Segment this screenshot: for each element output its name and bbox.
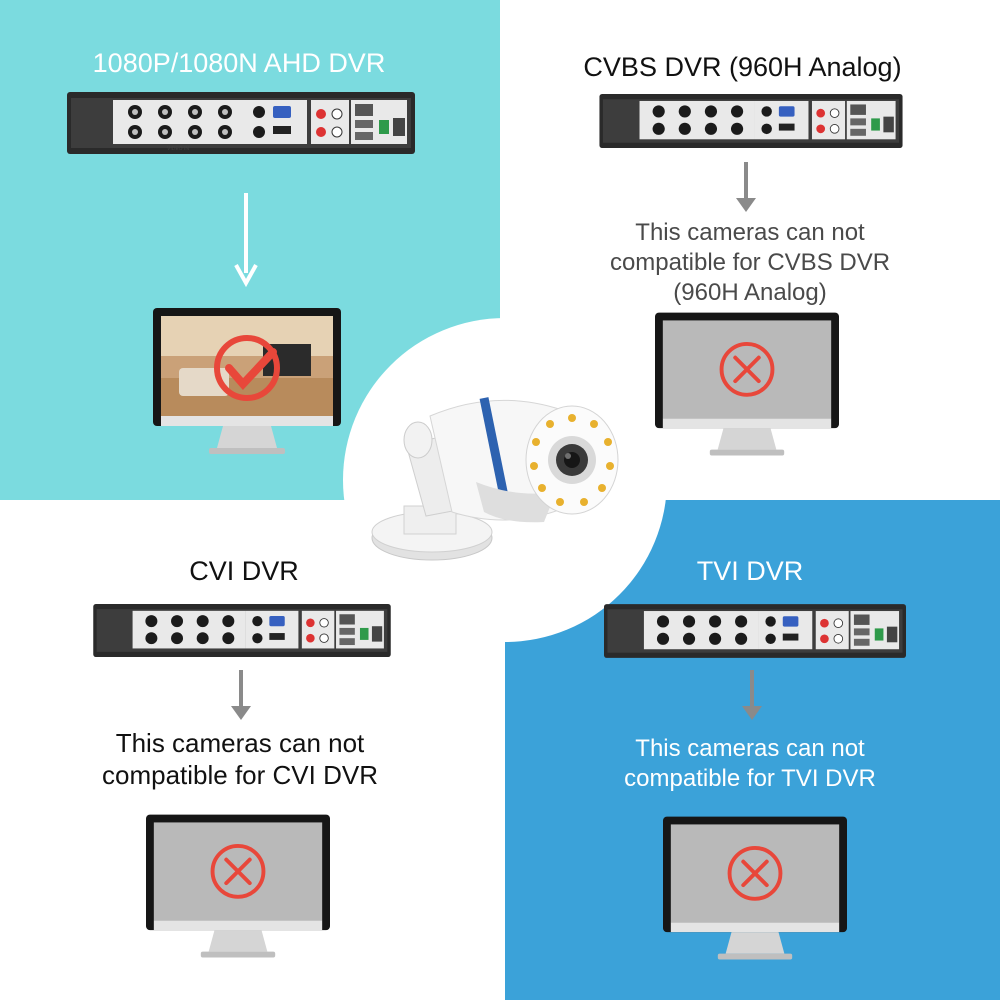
ahd-monitor bbox=[153, 308, 341, 458]
tvi-title: TVI DVR bbox=[696, 556, 804, 586]
cvbs-note: This cameras can not compatible for CVBS… bbox=[609, 219, 891, 306]
dvr-video-in-label: VIDEO IN bbox=[167, 146, 189, 152]
cvi-monitor bbox=[146, 812, 330, 964]
cvi-title: CVI DVR bbox=[189, 556, 299, 586]
check-circle bbox=[214, 335, 280, 401]
cvbs-title: CVBS DVR (960H Analog) bbox=[583, 52, 902, 82]
x-circle-icon bbox=[727, 845, 783, 901]
cvbs-dvr-recorder bbox=[597, 94, 905, 148]
cvi-dvr-recorder bbox=[92, 604, 392, 657]
tvi-note: This cameras can not compatible for TVI … bbox=[624, 735, 876, 792]
x-circle-icon bbox=[210, 843, 266, 899]
tvi-monitor bbox=[663, 815, 847, 965]
cvbs-down-arrow-icon bbox=[736, 162, 756, 212]
ahd-title: 1080P/1080N AHD DVR bbox=[92, 48, 386, 78]
x-circle-icon bbox=[719, 341, 775, 397]
cvi-down-arrow-icon bbox=[231, 670, 251, 720]
cvbs-monitor bbox=[655, 310, 839, 462]
tvi-down-arrow-icon bbox=[742, 670, 762, 720]
tvi-dvr-recorder bbox=[604, 604, 906, 658]
cvi-note: This cameras can not compatible for CVI … bbox=[102, 728, 378, 790]
ahd-down-arrow-icon bbox=[234, 193, 258, 288]
check-mark-icon bbox=[225, 348, 277, 390]
ahd-dvr-recorder: VIDEO IN bbox=[67, 92, 415, 154]
bullet-camera-image bbox=[366, 388, 628, 574]
